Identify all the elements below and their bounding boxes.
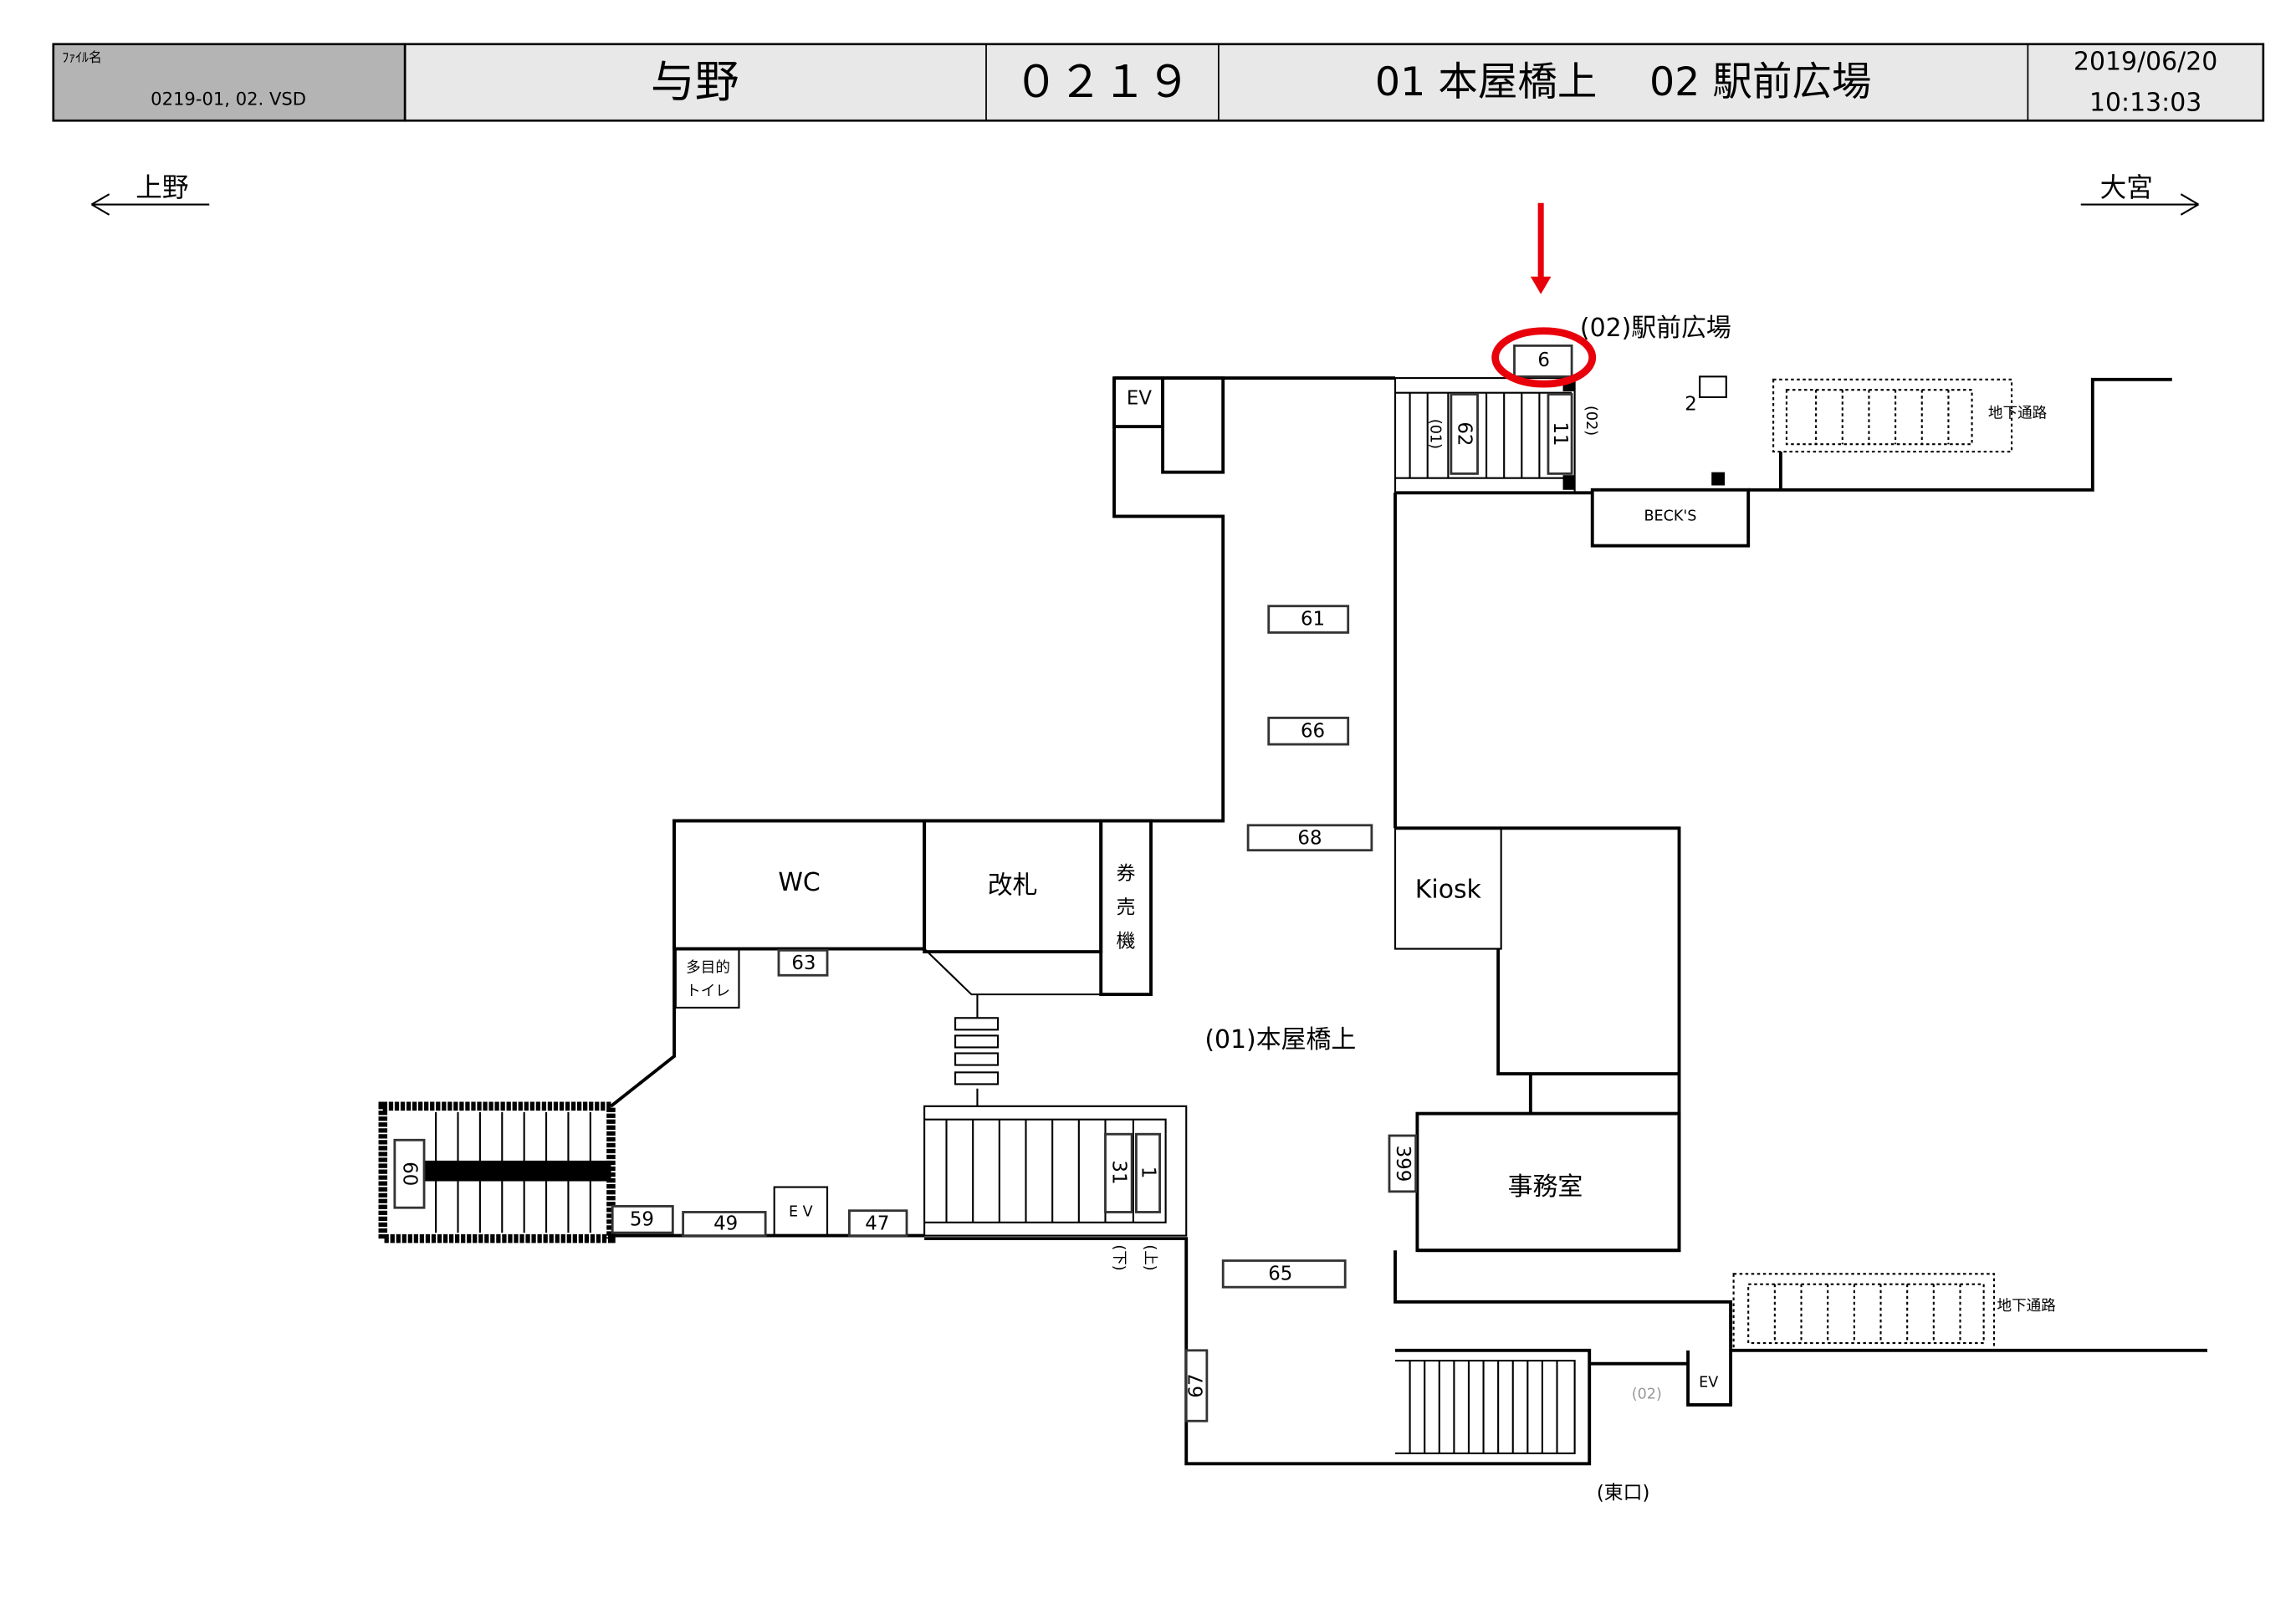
office-label: 事務室 bbox=[1508, 1172, 1583, 1202]
walls bbox=[610, 376, 2208, 1466]
marker-31[interactable]: 31 bbox=[1107, 1160, 1129, 1184]
ev-bottom-left: E V bbox=[773, 1186, 829, 1237]
ev-bottom-left-label: E V bbox=[789, 1203, 813, 1220]
marker-61[interactable]: 61 bbox=[1301, 609, 1325, 631]
kiosk-label: Kiosk bbox=[1415, 876, 1482, 905]
file-name: 0219-01, 02. VSD bbox=[151, 88, 306, 109]
date: 2019/06/20 bbox=[2074, 47, 2217, 76]
marker-62[interactable]: 62 bbox=[1454, 421, 1475, 446]
marker-60[interactable]: 60 bbox=[398, 1162, 420, 1186]
stair-tag-up: (上) bbox=[1141, 1244, 1158, 1270]
room-office: 事務室 bbox=[1415, 1111, 1681, 1253]
room-wc: WC bbox=[672, 819, 927, 951]
stairs-top bbox=[1393, 377, 1576, 494]
ticket-label-1: 券 bbox=[1117, 863, 1136, 885]
title-block: ﾌｧｲﾙ名 0219-01, 02. VSD 与野 ０２１９ 01 本屋橋上 0… bbox=[52, 43, 2265, 122]
arrow-left-icon bbox=[90, 193, 210, 216]
becks-label: BECK'S bbox=[1644, 508, 1696, 524]
red-arrowhead-icon bbox=[1530, 276, 1552, 294]
direction-left: 上野 bbox=[90, 173, 210, 216]
small-equipment-icon bbox=[1711, 472, 1726, 486]
marker-1[interactable]: 1 bbox=[1138, 1167, 1159, 1179]
area-plaza-label: (02)駅前広場 bbox=[1580, 314, 1731, 343]
arrow-right-icon bbox=[2080, 193, 2199, 216]
ev-bottom-right-label: EV bbox=[1699, 1375, 1718, 1392]
underground-label-2: 地下通路 bbox=[1997, 1298, 2057, 1315]
ticket-label-3: 機 bbox=[1117, 931, 1136, 952]
room-multipurpose-toilet: 多目的 トイレ bbox=[674, 947, 740, 1009]
marker-67[interactable]: 67 bbox=[1186, 1373, 1208, 1397]
marker-49[interactable]: 49 bbox=[713, 1213, 738, 1235]
stairs-left bbox=[378, 1101, 616, 1244]
station-name: 与野 bbox=[651, 57, 739, 108]
wc-label: WC bbox=[778, 868, 820, 897]
direction-ueno: 上野 bbox=[136, 173, 188, 203]
marker-399[interactable]: 399 bbox=[1392, 1146, 1414, 1182]
highlight-annotation bbox=[1491, 202, 1597, 388]
conveyor bbox=[954, 994, 1000, 1106]
shop-becks: BECK'S bbox=[1590, 488, 1751, 548]
area-names: 01 本屋橋上 02 駅前広場 bbox=[1375, 59, 1872, 105]
marker-66[interactable]: 66 bbox=[1301, 720, 1325, 742]
marker-2[interactable]: 2 bbox=[1685, 394, 1697, 416]
marker-68[interactable]: 68 bbox=[1297, 828, 1322, 850]
stairs-bottom bbox=[1395, 1360, 1576, 1455]
small-equipment-icon bbox=[1699, 375, 1727, 399]
toilet-label-1: 多目的 bbox=[686, 959, 730, 976]
underground-label-1: 地下通路 bbox=[1988, 405, 2048, 421]
marker-11[interactable]: 11 bbox=[1549, 421, 1571, 446]
marker-6[interactable]: 6 bbox=[1537, 350, 1550, 371]
direction-omiya: 大宮 bbox=[2100, 173, 2153, 203]
direction-right: 大宮 bbox=[2080, 173, 2199, 216]
underground-passage-top: 地下通路 bbox=[1772, 378, 2048, 453]
ev-top-label: EV bbox=[1127, 388, 1152, 410]
marker-65[interactable]: 65 bbox=[1268, 1263, 1292, 1284]
marker-59[interactable]: 59 bbox=[630, 1208, 654, 1230]
ticket-label-2: 売 bbox=[1117, 896, 1136, 918]
marker-63[interactable]: 63 bbox=[791, 952, 816, 974]
time: 10:13:03 bbox=[2089, 89, 2201, 118]
file-label: ﾌｧｲﾙ名 bbox=[62, 49, 102, 65]
area-concourse-label: (01)本屋橋上 bbox=[1204, 1025, 1356, 1055]
toilet-label-2: トイレ bbox=[686, 983, 730, 1000]
underground-passage-bottom: 地下通路 bbox=[1732, 1273, 2057, 1351]
station-code: ０２１９ bbox=[1014, 57, 1190, 108]
marker-boxes: 6 61 66 68 63 59 49 47 65 399 67 62 11 3… bbox=[393, 344, 1697, 1422]
red-circle-highlight bbox=[1491, 327, 1597, 388]
stair-tag-down: (下) bbox=[1110, 1244, 1127, 1270]
stair-tag-lower-02: (02) bbox=[1632, 1387, 1662, 1403]
gate-label: 改札 bbox=[988, 871, 1038, 900]
stair-tag-01: (01) bbox=[1427, 419, 1444, 449]
stair-tag-02: (02) bbox=[1583, 406, 1599, 436]
room-kiosk: Kiosk bbox=[1393, 827, 1502, 950]
marker-47[interactable]: 47 bbox=[865, 1213, 889, 1235]
east-exit-label: (東口) bbox=[1597, 1482, 1650, 1504]
room-ticket-machine: 券 売 機 bbox=[1099, 819, 1153, 997]
